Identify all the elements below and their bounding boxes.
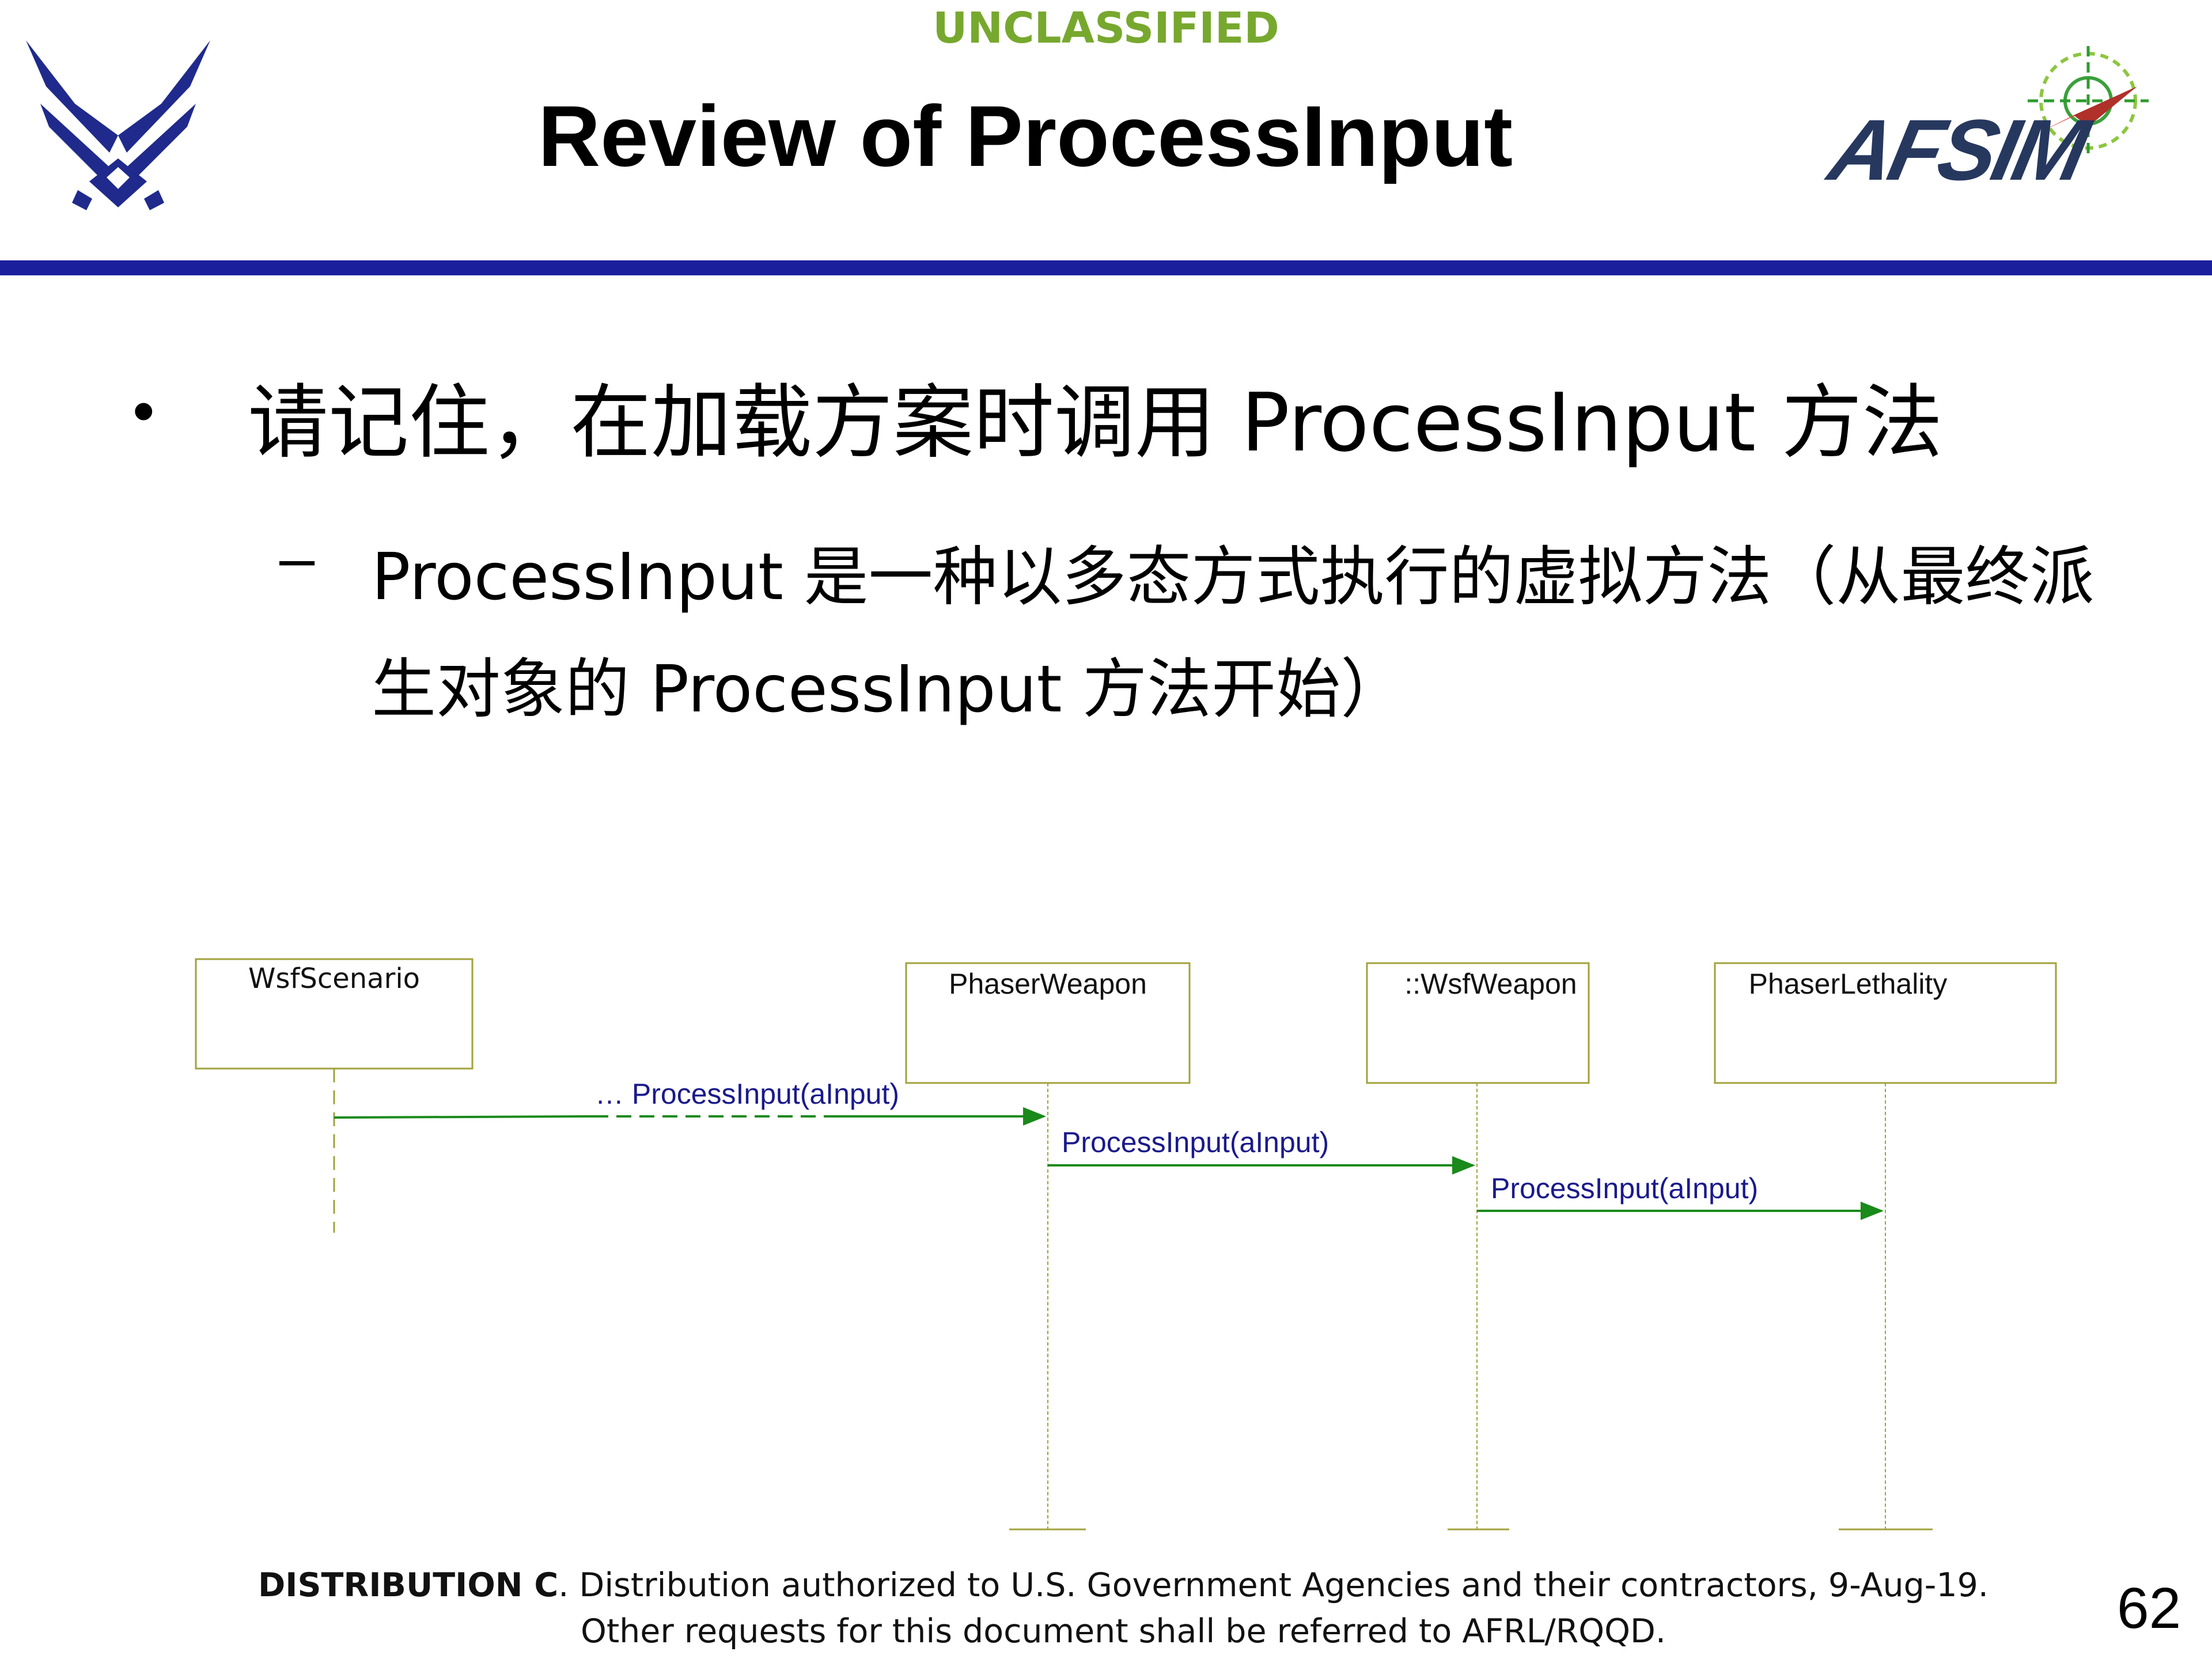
lifeline-box-wsfscenario xyxy=(195,958,474,1070)
lifeline-label-phaserweapon: PhaserWeapon xyxy=(949,968,1147,1000)
air-force-wings-logo xyxy=(26,40,210,210)
afsim-logo xyxy=(2028,46,2149,156)
lifeline-box-phaserlethality xyxy=(1714,962,2057,1084)
bullet-main-text: 请记住，在加载方案时调用 ProcessInput 方法 xyxy=(248,376,1943,470)
slide-title: Review of ProcessInput xyxy=(537,88,1513,184)
message-label-2: ProcessInput(aInput) xyxy=(1062,1126,1329,1158)
distribution-statement: . Distribution authorized to U.S. Govern… xyxy=(558,1566,1989,1604)
message-label-1: … ProcessInput(aInput) xyxy=(595,1078,899,1110)
distribution-footer: DISTRIBUTION C. Distribution authorized … xyxy=(0,1562,2212,1654)
lifeline-box-wsfweapon xyxy=(1366,962,1590,1084)
header-rule xyxy=(0,260,2212,275)
message-label-3: ProcessInput(aInput) xyxy=(1491,1172,1758,1205)
lifeline-label-wsfscenario: WsfScenario xyxy=(248,963,420,995)
message-arrow-1-solid xyxy=(334,1115,594,1119)
bullet-dot: • xyxy=(132,376,155,446)
lifeline-label-wsfweapon: ::WsfWeapon xyxy=(1404,968,1577,1000)
lifeline-label-phaserlethality: PhaserLethality xyxy=(1749,968,1948,1000)
distribution-label: DISTRIBUTION C xyxy=(257,1566,559,1604)
bullet-sub-text: ProcessInput 是一种以多态方式执行的虚拟方法（从最终派生对象的 Pr… xyxy=(372,540,2094,727)
lifeline-box-phaserweapon xyxy=(905,962,1191,1084)
classification-banner: UNCLASSIFIED xyxy=(933,3,1279,53)
page-number: 62 xyxy=(2117,1576,2181,1641)
sub-bullet-dash: – xyxy=(279,522,315,593)
distribution-referral: Other requests for this document shall b… xyxy=(580,1612,1666,1650)
